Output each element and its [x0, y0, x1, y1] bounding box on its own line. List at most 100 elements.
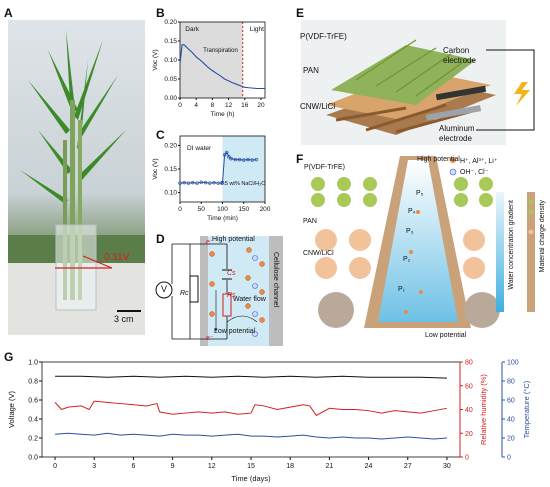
- f-high-potential: High potential: [417, 156, 460, 163]
- voc-point: [233, 157, 237, 162]
- y2-tick-label: 60: [465, 383, 473, 390]
- y-tick-label: 0.2: [28, 436, 38, 443]
- x-tick-label: 24: [365, 463, 373, 470]
- y3-tick-label: 20: [507, 436, 515, 443]
- f-density-label: Material charge density: [539, 200, 546, 273]
- light-label: Light: [250, 26, 264, 33]
- di-water-label: DI water: [187, 145, 212, 152]
- circuit-v-label: V: [161, 284, 168, 294]
- humidity-line: [54, 400, 448, 417]
- y-axis-label: Voc (V): [152, 49, 159, 70]
- e-pvdf-label: P(VDF-TrFE): [300, 32, 347, 41]
- circuit-diagram: [155, 236, 283, 346]
- x-tick-label: 15: [247, 463, 255, 470]
- voc-point: [222, 153, 227, 157]
- x-tick-label: 200: [260, 206, 271, 213]
- f-pan-label: PAN: [303, 218, 317, 225]
- bamboo-photo: [8, 20, 145, 335]
- transpiration-label: Transpiration: [203, 48, 238, 54]
- f-p4: P₄: [408, 208, 416, 215]
- x-tick-label: 0: [53, 463, 57, 470]
- panel-label-d: D: [156, 232, 165, 246]
- f-p2: P₂: [403, 256, 411, 263]
- panel-a-voltage: 0.11V: [104, 252, 130, 263]
- f-low-potential: Low potential: [425, 332, 467, 339]
- y-tick-label: 0.10: [164, 190, 177, 197]
- x-tick-label: 20: [257, 102, 265, 109]
- voc-line: [179, 44, 265, 90]
- circuit-cellulose-channel: Cellulose channel: [272, 252, 279, 308]
- circuit-electron-top: e⁻: [206, 239, 214, 246]
- x-tick-label: 100: [217, 206, 228, 213]
- voc-point: [195, 181, 199, 185]
- device-illustration: [301, 20, 535, 145]
- f-gradient-label: Water concentration gradient: [508, 200, 515, 290]
- circuit-high-potential: High potential: [212, 236, 255, 243]
- panel-label-a: A: [4, 6, 13, 20]
- e-carbon-label: Carbon electrode: [443, 46, 476, 65]
- x-tick-label: 4: [194, 102, 198, 109]
- voc-point: [182, 180, 186, 185]
- x-tick-label: 3: [92, 463, 96, 470]
- x-tick-label: 27: [404, 463, 412, 470]
- temperature-line: [55, 432, 447, 440]
- voc-point: [225, 150, 229, 155]
- scale-bar: [117, 310, 141, 312]
- nacl-region: [222, 136, 265, 202]
- voc-point: [216, 181, 220, 185]
- f-p1: P₁: [398, 286, 406, 293]
- voltage-line: [55, 375, 447, 379]
- y-tick-label: 0.15: [164, 38, 177, 45]
- circuit-electron-bottom: e⁻: [206, 335, 214, 342]
- f-cnw-label: CNW/LiCl: [303, 250, 334, 257]
- voc-point: [242, 158, 246, 162]
- y-tick-label: 0.05: [164, 76, 177, 83]
- f-cation-legend: H⁺, Al³⁺, Li⁺: [460, 158, 498, 165]
- x-tick-label: 16: [241, 102, 249, 109]
- x-tick-label: 6: [131, 463, 135, 470]
- scale-bar-label: 3 cm: [114, 314, 134, 324]
- x-tick-label: 18: [286, 463, 294, 470]
- y-axis-label: Voltage (V): [7, 390, 16, 428]
- panel-label-g: G: [4, 350, 14, 364]
- dark-label: Dark: [185, 26, 199, 33]
- x-tick-label: 150: [238, 206, 249, 213]
- circuit-water-flow: Water flow: [233, 296, 266, 303]
- y3-axis-label: Temperature (°C): [522, 380, 531, 438]
- y-tick-label: 0.0: [28, 455, 38, 462]
- x-tick-label: 30: [443, 463, 451, 470]
- voc-point: [220, 180, 225, 185]
- circuit-rc: Rc: [180, 290, 189, 297]
- y-tick-label: 0.20: [164, 19, 177, 26]
- y-tick-label: 0.20: [164, 142, 177, 149]
- y-tick-label: 0.10: [164, 57, 177, 64]
- voc-point: [203, 180, 208, 185]
- f-p5: P₅: [416, 190, 424, 197]
- x-tick-label: 21: [325, 463, 333, 470]
- voc-point: [199, 180, 203, 184]
- voc-point: [186, 181, 191, 185]
- voc-point: [246, 157, 250, 162]
- x-tick-label: 0: [178, 206, 182, 213]
- y-tick-label: 0.4: [28, 417, 38, 424]
- voc-point: [191, 180, 195, 185]
- y-tick-label: 0.15: [164, 166, 177, 173]
- voc-point: [208, 181, 212, 185]
- voc-point: [227, 155, 231, 159]
- x-tick-label: 9: [171, 463, 175, 470]
- y2-tick-label: 80: [465, 360, 473, 367]
- panel-label-c: C: [156, 128, 165, 142]
- dark-region: [180, 22, 243, 98]
- y2-axis-label: Relative humidity (%): [479, 374, 488, 445]
- voc-point: [237, 157, 242, 162]
- voc-point: [250, 158, 254, 162]
- y3-tick-label: 100: [507, 360, 519, 367]
- panel-label-f: F: [296, 152, 304, 166]
- x-tick-label: 50: [198, 206, 206, 213]
- x-tick-label: 8: [211, 102, 215, 109]
- x-axis-label: Time (days): [231, 474, 271, 483]
- circuit-rs: Rs: [227, 292, 236, 299]
